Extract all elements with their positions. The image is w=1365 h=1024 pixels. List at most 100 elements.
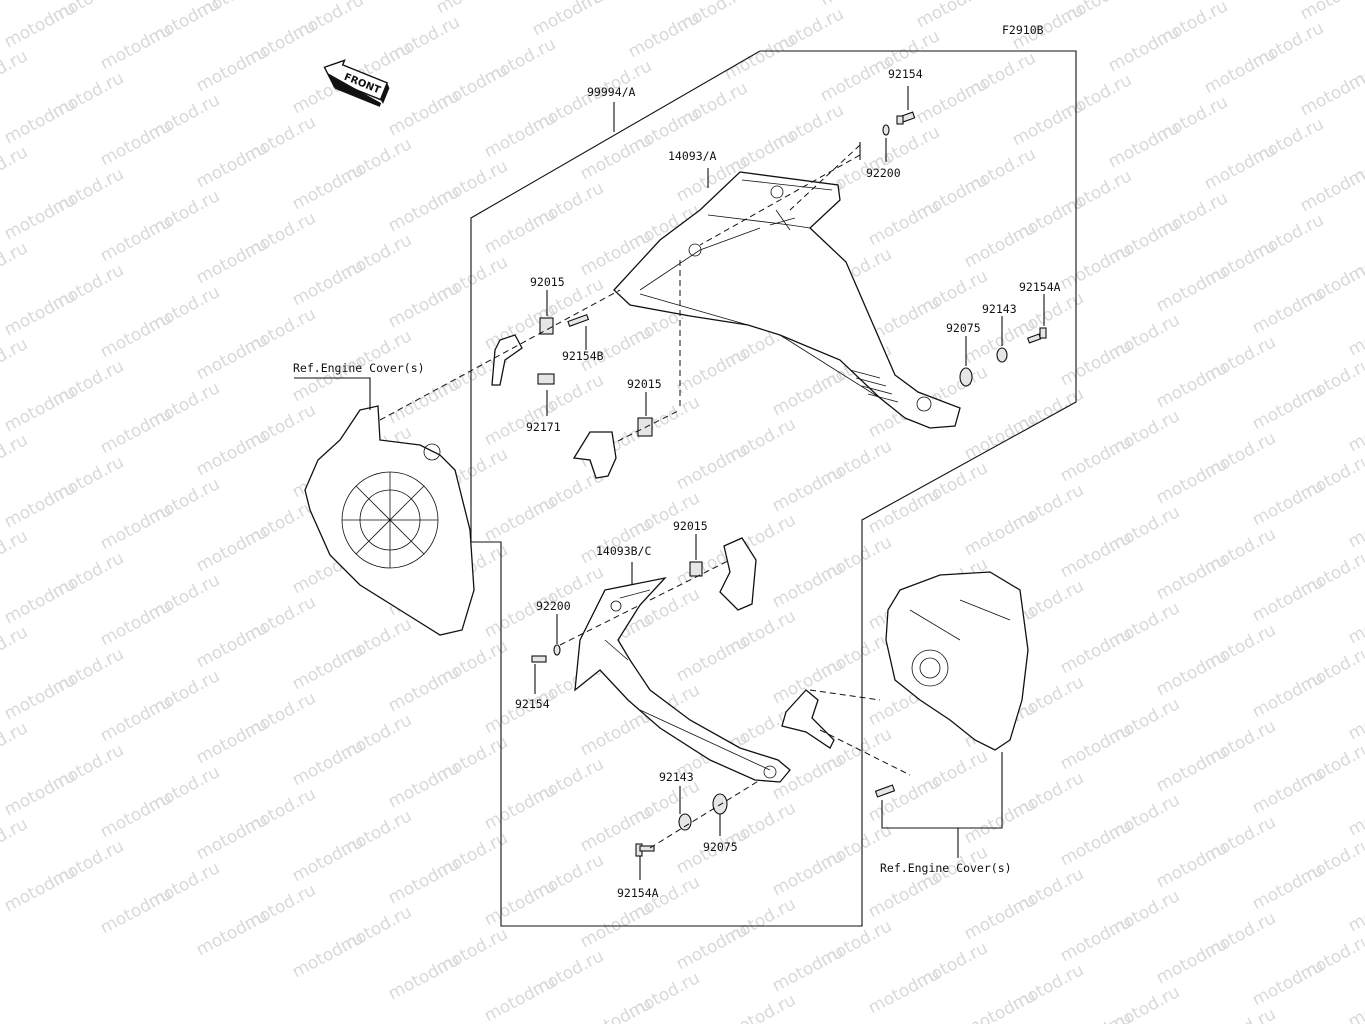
watermark-text: motod.ru (1297, 162, 1365, 216)
watermark-text: motod.ru (289, 256, 367, 310)
watermark-text: motod.ru (577, 514, 655, 568)
watermark-text: motod.ru (385, 374, 463, 428)
watermark-text: motod.ru (193, 714, 271, 768)
watermark-text: motod.ru (865, 772, 943, 826)
label-washer-lower-left: 92200 (536, 599, 571, 613)
watermark-text: motod.ru (625, 8, 703, 62)
watermark-text: motod.ru (1249, 476, 1327, 530)
label-ref-left: Ref.Engine Cover(s) (293, 361, 425, 375)
watermark-text: motod.ru (1, 94, 79, 148)
watermark-text: motod.ru (0, 718, 31, 772)
bracket-lower-right (781, 689, 835, 749)
upper-cover (613, 171, 961, 429)
label-bolt-lower-left: 92154 (515, 697, 550, 711)
grommet-icon (959, 367, 973, 387)
watermark-text: motod.ru (385, 182, 463, 236)
watermark-text: motod.ru (1057, 528, 1135, 582)
watermark-text: motod.ru (193, 330, 271, 384)
watermark-text: motod.ru (0, 238, 31, 292)
watermark-text: motod.ru (1057, 720, 1135, 774)
watermark-text: motod.ru (97, 20, 175, 74)
watermark-text: motod.ru (481, 204, 559, 258)
watermark-text: motod.ru (1201, 140, 1279, 194)
watermark-text: motod.ru (385, 86, 463, 140)
watermark-text: motod.ru (97, 692, 175, 746)
watermark-text: motod.ru (385, 662, 463, 716)
label-grommet-lower: 92075 (703, 840, 738, 854)
watermark-text: motod.ru (433, 0, 511, 18)
label-washer-upper: 92143 (982, 302, 1017, 316)
watermark-text: motod.ru (1, 0, 79, 52)
watermark-text: motod.ru (1345, 978, 1365, 1024)
bracket-lower-upper (719, 537, 757, 611)
front-arrow-icon: FRONT (323, 59, 390, 107)
watermark-text: motod.ru (0, 526, 31, 580)
watermark-text: motod.ru (1105, 118, 1183, 172)
watermark-text: motod.ru (769, 462, 847, 516)
watermark-text: motod.ru (1297, 66, 1365, 120)
watermark-text: motod.ru (1, 862, 79, 916)
watermark-text: motod.ru (1153, 358, 1231, 412)
watermark-text: motod.ru (913, 0, 991, 32)
watermark-text: motod.ru (1, 382, 79, 436)
watermark-text: motod.ru (289, 640, 367, 694)
label-bolt-lower: 92154A (617, 886, 659, 900)
dash-upper-1 (789, 144, 861, 211)
watermark-text: motod.ru (481, 492, 559, 546)
watermark-text: motod.ru (961, 410, 1039, 464)
watermark-text: motod.ru (0, 622, 31, 676)
label-kit: 99994/A (587, 85, 636, 99)
watermark-text: motod.ru (1, 478, 79, 532)
watermark-text: motod.ru (1345, 690, 1365, 744)
watermark-text: motod.ru (577, 994, 655, 1024)
watermark-text: motod.ru (289, 832, 367, 886)
washer-icon (678, 813, 692, 831)
watermark-text: motod.ru (1, 190, 79, 244)
watermark-text: motod.ru (97, 308, 175, 362)
watermark-text: motod.ru (97, 116, 175, 170)
bolt-icon (896, 111, 916, 125)
watermark-text: motod.ru (673, 440, 751, 494)
watermark-text: motod.ru (1153, 550, 1231, 604)
figure-code: F2910B (1002, 23, 1044, 37)
engine-cover-right (885, 571, 1029, 751)
bolt-icon (874, 784, 896, 798)
bolt-icon (567, 313, 590, 327)
watermark-text: motod.ru (193, 522, 271, 576)
watermark-text: motod.ru (1153, 646, 1231, 700)
watermark-text: motod.ru (0, 814, 31, 868)
watermark-text: motod.ru (0, 46, 31, 100)
watermark-text: motod.ru (1057, 912, 1135, 966)
watermark-text: motod.ru (769, 846, 847, 900)
watermark-text: motod.ru (1249, 668, 1327, 722)
watermark-text: motod.ru (0, 430, 31, 484)
watermark-text: motod.ru (193, 42, 271, 96)
watermark-text: motod.ru (1345, 498, 1365, 552)
watermark-text: motod.ru (0, 334, 31, 388)
watermark-text: motod.ru (769, 558, 847, 612)
label-cover-upper: 14093/A (668, 149, 717, 163)
watermark-text: motod.ru (97, 884, 175, 938)
watermark-text: motod.ru (673, 920, 751, 974)
watermark-text: motod.ru (385, 950, 463, 1004)
watermark-text: motod.ru (673, 632, 751, 686)
bolt-icon (1026, 327, 1047, 344)
label-washer-lower: 92143 (659, 770, 694, 784)
watermark-text: motod.ru (481, 876, 559, 930)
label-cover-lower: 14093B/C (596, 544, 651, 558)
watermark-text: motod.ru (961, 794, 1039, 848)
watermark-text: motod.ru (1, 574, 79, 628)
label-bolt-upper-right: 92154A (1019, 280, 1061, 294)
watermark-text: motod.ru (97, 212, 175, 266)
watermark-text: motod.ru (193, 618, 271, 672)
watermark-text: motod.ru (97, 596, 175, 650)
collar-icon (689, 561, 703, 577)
watermark-text: motod.ru (1345, 402, 1365, 456)
watermark-text: motod.ru (385, 278, 463, 332)
label-collar-lower: 92015 (673, 519, 708, 533)
watermark-text: motod.ru (529, 0, 607, 40)
watermark-text: motod.ru (1057, 432, 1135, 486)
label-ref-right: Ref.Engine Cover(s) (880, 861, 1012, 875)
watermark-text: motod.ru (721, 30, 799, 84)
